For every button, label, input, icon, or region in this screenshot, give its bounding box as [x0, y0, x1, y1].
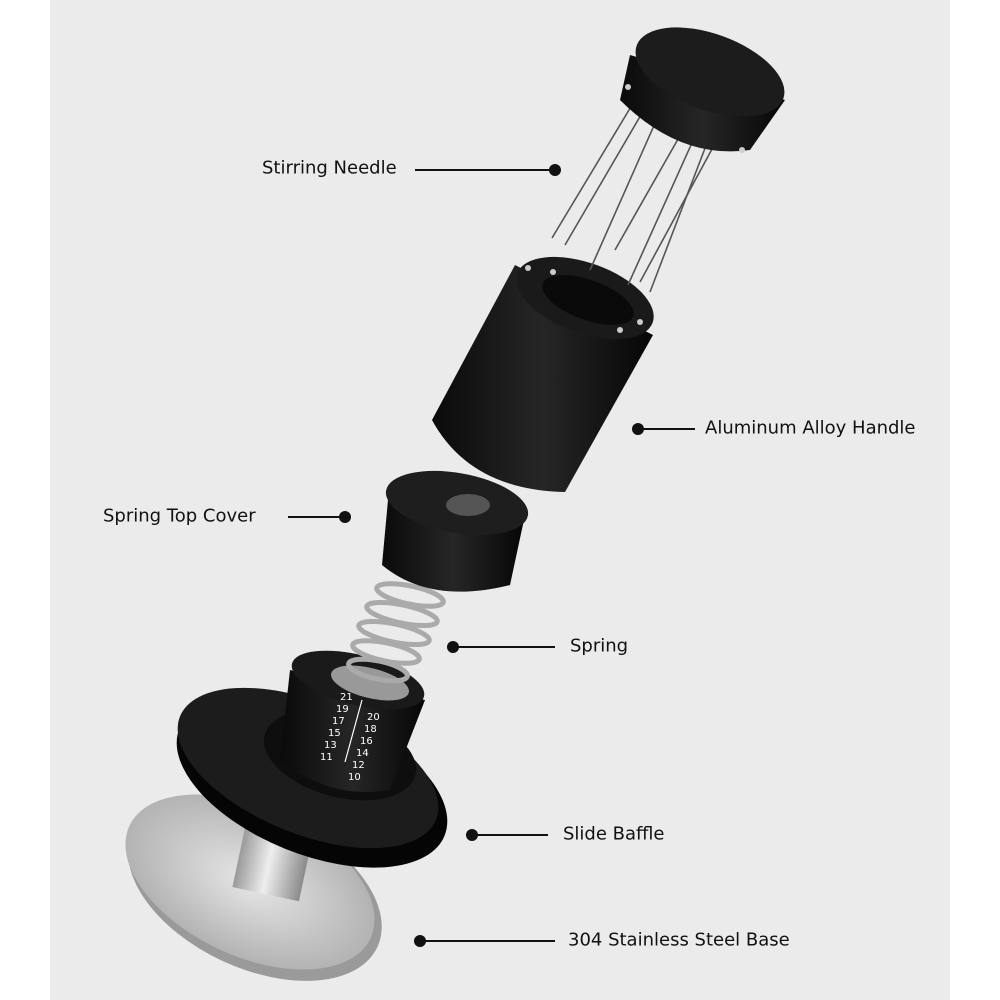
- spring-top-cover: [382, 470, 529, 592]
- label-aluminum-alloy-handle: Aluminum Alloy Handle: [705, 417, 916, 439]
- scale-mark-13: 13: [324, 740, 337, 751]
- callout-line: [638, 428, 695, 430]
- callout-line: [288, 516, 345, 518]
- spring: [346, 581, 446, 684]
- scale-mark-10: 10: [348, 772, 361, 783]
- callout-line: [472, 834, 548, 836]
- label-stainless-steel-base: 304 Stainless Steel Base: [568, 929, 790, 951]
- callout-line: [453, 646, 555, 648]
- callout-dot: [549, 164, 561, 176]
- scale-mark-12: 12: [352, 760, 365, 771]
- scale-marks: 21 19 17 15 13 11 20 18 16 14 12 10: [320, 692, 380, 783]
- scale-mark-21: 21: [340, 692, 353, 703]
- scale-mark-14: 14: [356, 748, 369, 759]
- scale-mark-18: 18: [364, 724, 377, 735]
- label-stirring-needle: Stirring Needle: [262, 157, 397, 179]
- scale-mark-16: 16: [360, 736, 373, 747]
- stirring-needle: [551, 27, 785, 293]
- callout-dot: [339, 511, 351, 523]
- label-spring-top-cover: Spring Top Cover: [103, 505, 256, 527]
- label-spring: Spring: [570, 635, 629, 657]
- callout-line: [415, 169, 555, 171]
- scale-mark-19: 19: [336, 704, 349, 715]
- label-slide-baffle: Slide Baffle: [563, 823, 665, 845]
- scale-mark-15: 15: [328, 728, 341, 739]
- scale-mark-20: 20: [367, 712, 380, 723]
- callout-line: [420, 940, 555, 942]
- aluminum-alloy-handle: [432, 256, 654, 492]
- scale-mark-11: 11: [320, 752, 333, 763]
- scale-mark-17: 17: [332, 716, 345, 727]
